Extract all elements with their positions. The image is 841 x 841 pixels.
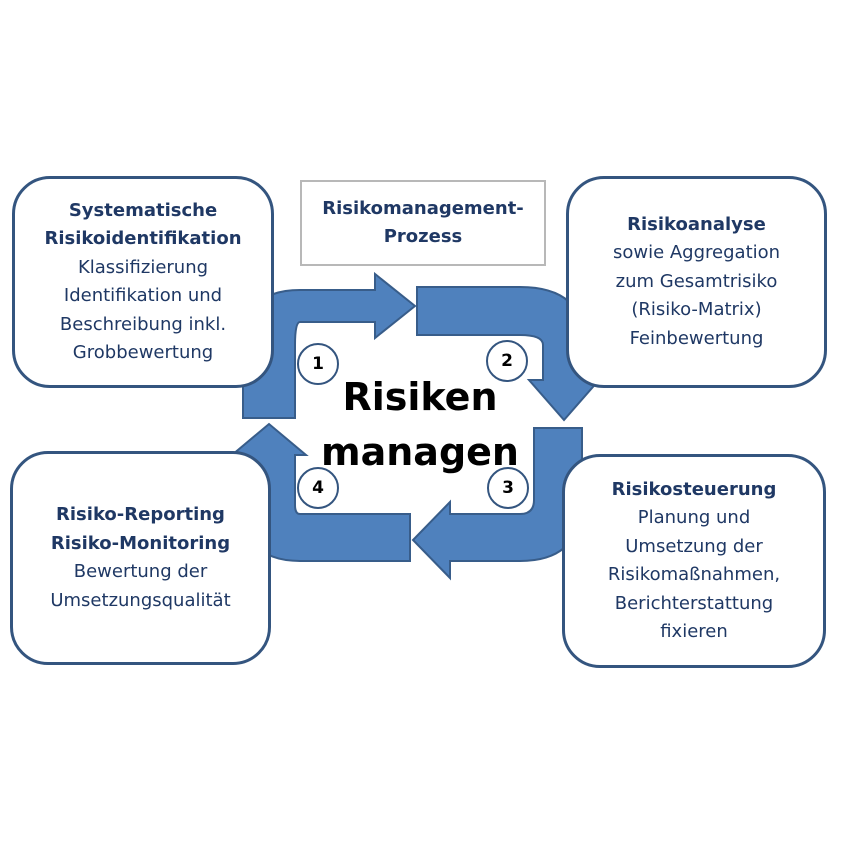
step-2-text-line: (Risiko-Matrix) (631, 299, 762, 321)
step-1-text-line: Identifikation und (63, 285, 223, 306)
step-3-text-line: fixieren (660, 621, 728, 642)
process-label-box: Risikomanagement- Prozess (300, 180, 546, 266)
step-2-title-line: Risikoanalyse (627, 213, 766, 235)
step-number-4: 4 (297, 467, 339, 509)
step-3-text-line: Umsetzung der (625, 535, 763, 557)
process-label-line-1: Risikomanagement- (322, 198, 524, 219)
step-4-title-line: Risiko-Reporting (56, 504, 225, 525)
step-3-title-line: Risikosteuerung (611, 478, 777, 500)
step-box-3: Risikosteuerung Planung und Umsetzung de… (562, 454, 826, 668)
step-1-text-line: Grobbewertung (72, 342, 214, 363)
center-title-line-2: managen (321, 430, 519, 474)
step-1-title-line: Risikoidentifikation (44, 228, 242, 249)
step-4-text-line: Umsetzungsqualität (50, 589, 231, 611)
step-2-text-line: Feinbewertung (629, 327, 764, 349)
center-title: Risiken managen (300, 370, 540, 480)
step-4-text-line: Bewertung der (73, 561, 208, 582)
step-box-4: Risiko-Reporting Risiko-Monitoring Bewer… (10, 451, 271, 665)
step-3-text-line: Risikomaßnahmen, (607, 564, 781, 585)
step-3-text-line: Berichterstattung (614, 592, 774, 614)
step-2-text-line: sowie Aggregation (612, 242, 781, 264)
step-4-title-line: Risiko-Monitoring (50, 532, 231, 554)
step-box-1: Systematische Risikoidentifikation Klass… (12, 176, 274, 388)
step-1-text-line: Beschreibung inkl. (59, 313, 227, 335)
process-label-line-2: Prozess (383, 226, 463, 247)
step-2-text-line: zum Gesamtrisiko (615, 270, 778, 292)
step-3-text-line: Planung und (637, 507, 751, 528)
step-number-1: 1 (297, 343, 339, 385)
center-title-line-1: Risiken (342, 375, 498, 419)
step-number-3: 3 (487, 467, 529, 509)
step-1-title-line: Systematische (68, 199, 218, 221)
step-1-text-line: Klassifizierung (77, 256, 209, 278)
step-box-2: Risikoanalyse sowie Aggregation zum Gesa… (566, 176, 827, 388)
step-number-2: 2 (486, 340, 528, 382)
